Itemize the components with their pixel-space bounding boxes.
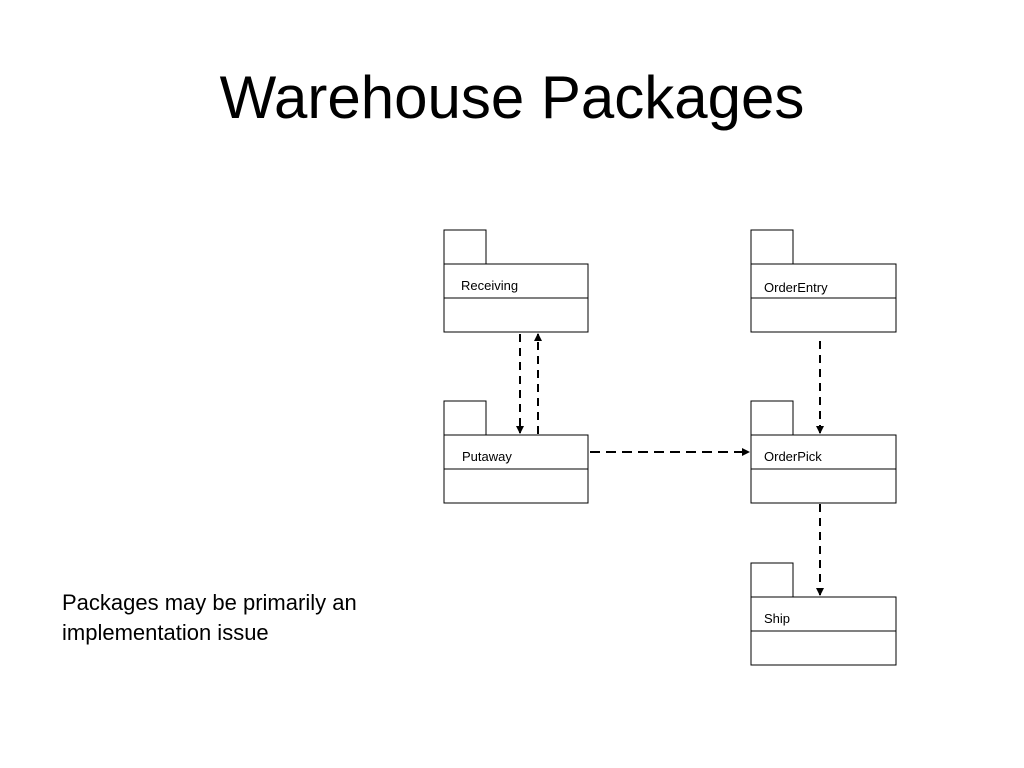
package-label-order-pick: OrderPick — [764, 449, 822, 464]
package-tab — [750, 229, 794, 265]
package-tab — [443, 400, 487, 436]
package-label-receiving: Receiving — [461, 278, 518, 293]
package-tab — [443, 229, 487, 265]
package-order-entry: OrderEntry — [750, 229, 897, 333]
package-order-pick: OrderPick — [750, 400, 897, 504]
package-putaway: Putaway — [443, 400, 589, 504]
slide-note: Packages may be primarily an implementat… — [62, 590, 357, 645]
package-ship: Ship — [750, 562, 897, 666]
package-label-order-entry: OrderEntry — [764, 280, 828, 295]
package-receiving: Receiving — [443, 229, 589, 333]
slide-title: Warehouse Packages — [219, 64, 805, 131]
package-tab — [750, 562, 794, 598]
package-label-putaway: Putaway — [462, 449, 512, 464]
package-tab — [750, 400, 794, 436]
package-label-ship: Ship — [764, 611, 790, 626]
